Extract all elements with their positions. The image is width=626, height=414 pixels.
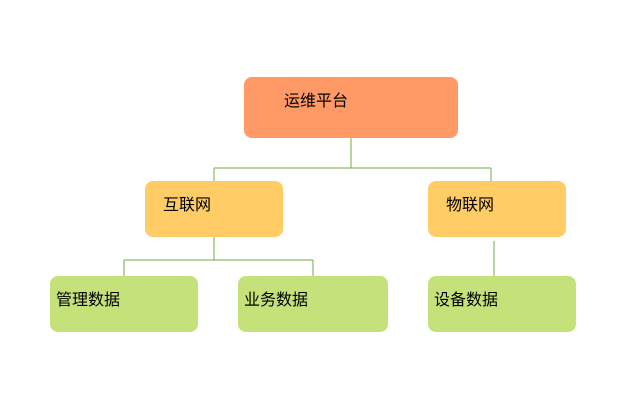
node-internet: 互联网 [145, 181, 283, 237]
node-iot-label: 物联网 [446, 195, 495, 214]
node-business-data-label: 业务数据 [244, 290, 309, 309]
node-device-data: 设备数据 [428, 276, 576, 332]
node-management-data: 管理数据 [50, 276, 198, 332]
node-root: 运维平台 [244, 77, 458, 138]
node-device-data-label: 设备数据 [434, 290, 499, 309]
node-business-data: 业务数据 [238, 276, 388, 332]
node-iot: 物联网 [428, 181, 566, 237]
node-internet-label: 互联网 [163, 195, 212, 214]
node-management-data-label: 管理数据 [56, 290, 121, 309]
node-root-label: 运维平台 [284, 91, 349, 110]
